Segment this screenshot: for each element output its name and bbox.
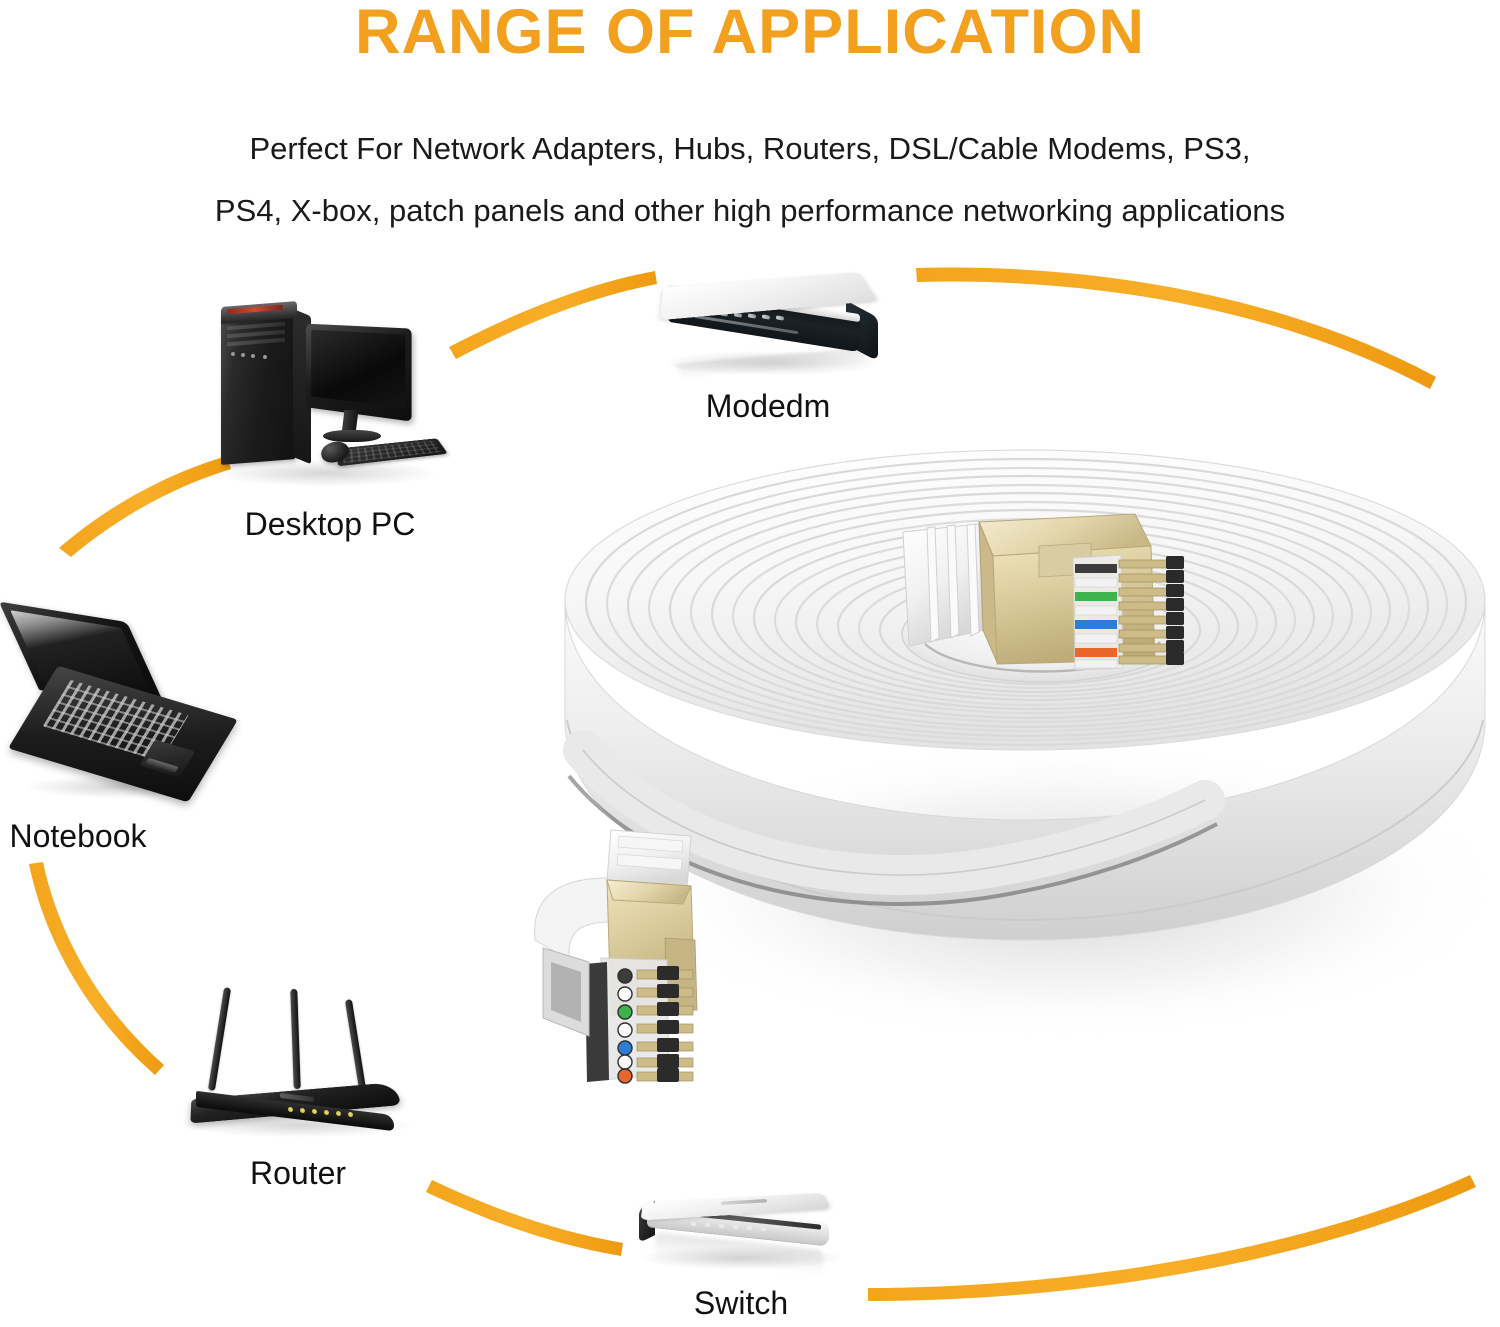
- diagram-node-notebook: Notebook: [0, 600, 238, 854]
- page-subtitle: Perfect For Network Adapters, Hubs, Rout…: [0, 118, 1500, 242]
- rj45-connector-right: [902, 513, 1184, 671]
- arc-switch-to-coil-bottom: [868, 1175, 1476, 1301]
- modem-icon: [650, 255, 900, 415]
- subtitle-line-1: Perfect For Network Adapters, Hubs, Rout…: [249, 131, 1251, 166]
- diagram-node-router: Router: [170, 985, 460, 1191]
- node-label-switch: Switch: [693, 1285, 789, 1321]
- diagram-node-modem: Modedm: [650, 255, 900, 424]
- arc-desktop-to-modem: [449, 271, 657, 359]
- node-label-desktop-pc: Desktop PC: [244, 506, 416, 542]
- rj45-connector-left: [534, 829, 698, 1084]
- flat-ethernet-cable-coil: [534, 449, 1495, 1084]
- arc-notebook-to-router: [29, 862, 164, 1075]
- node-label-router: Router: [249, 1155, 347, 1191]
- node-label-modem: Modedm: [705, 388, 831, 424]
- arc-modem-to-coil-top: [916, 267, 1436, 389]
- subtitle-line-2: PS4, X-box, patch panels and other high …: [214, 193, 1286, 228]
- node-label-notebook: Notebook: [9, 818, 147, 854]
- coil-rings: [564, 449, 1486, 751]
- switch-icon: [625, 1185, 875, 1325]
- arc-router-to-switch: [426, 1180, 623, 1256]
- notebook-icon: [0, 600, 238, 830]
- router-icon: [170, 985, 460, 1170]
- desktop-pc-icon: [205, 300, 455, 490]
- diagram-node-desktop-pc: Desktop PC: [205, 300, 455, 542]
- page-title: RANGE OF APPLICATION: [355, 0, 1145, 67]
- diagram-node-switch: Switch: [625, 1185, 875, 1325]
